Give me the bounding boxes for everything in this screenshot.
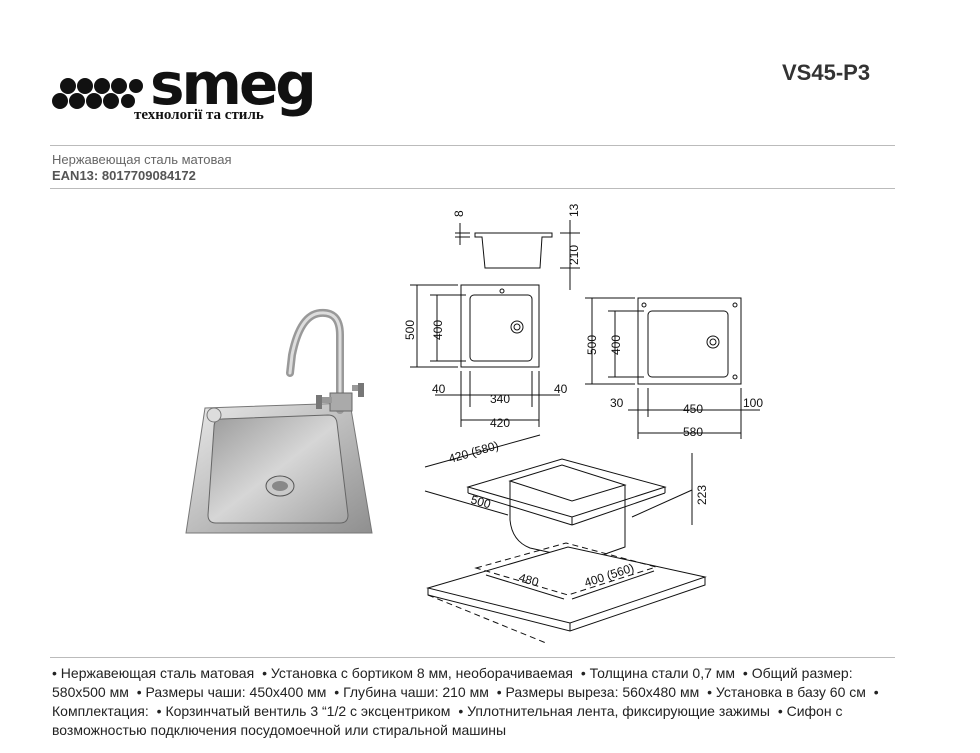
dim-iso-depth: 500 [469,492,492,511]
description-item: Сифон с возможностью подключения посудом… [52,703,843,738]
model-code: VS45-P3 [782,60,871,85]
dim-top-left: 30 [610,396,624,410]
dim-top-bowl-width: 450 [683,402,703,416]
sink-photo [185,308,373,534]
bullet-icon: • [777,703,787,719]
description-item: Установка с бортиком 8 мм, необорачиваем… [270,665,573,681]
smeg-logo-dots [52,78,143,109]
description-list: • Нержавеющая сталь матовая • Установка … [52,664,897,740]
brand-tagline: технології та стиль [134,107,264,123]
dim-top-width: 580 [683,425,703,439]
dim-front-bowl-width: 340 [490,392,510,406]
dim-top-bowl-height: 400 [609,335,623,355]
brand-name: smeg [150,50,317,118]
description-item: Толщина стали 0,7 мм [589,665,736,681]
bullet-icon: • [156,703,166,719]
dim-side-top: 13 [567,203,581,217]
bullet-icon: • [496,684,506,700]
bullet-icon: • [873,684,879,700]
dim-top-right: 100 [743,396,763,410]
divider-top [50,145,895,146]
bullet-icon: • [742,665,752,681]
dim-front-bowl-height: 400 [431,320,445,340]
description-item: Установка в базу 60 см [715,684,866,700]
dim-cutout-depth: 480 [517,570,540,589]
description-item: Комплектация: [52,703,149,719]
dim-side-flange: 8 [452,210,466,217]
dim-front-right: 40 [554,382,568,396]
description-item: Размеры выреза: 560x480 мм [505,684,700,700]
ean-value: 8017709084172 [101,168,196,183]
ean-line: EAN13: 8017709084172 [52,168,196,183]
description-item: Корзинчатый вентиль 3 “1/2 с эксцентрико… [165,703,451,719]
description-item: Уплотнительная лента, фиксирующие зажимы [467,703,770,719]
dim-side-depth: 210 [567,245,581,265]
divider-bottom [50,657,895,658]
ean-label: EAN13: [52,168,99,183]
bullet-icon: • [458,703,468,719]
bullet-icon: • [580,665,590,681]
finish-label: Нержавеющая сталь матовая [52,152,232,167]
dim-front-left: 40 [432,382,446,396]
description-item: Глубина чаши: 210 мм [343,684,489,700]
bullet-icon: • [136,684,146,700]
description-item: Размеры чаши: 450x400 мм [145,684,327,700]
dim-iso-height: 223 [695,485,709,505]
dim-front-height: 500 [403,320,417,340]
technical-drawing: 8 13 210 500 400 40 340 40 420 500 400 3… [403,203,763,644]
dim-top-height: 500 [585,335,599,355]
description-item: Общий размер: 580x500 мм [52,665,853,700]
bullet-icon: • [707,684,716,700]
bullet-icon: • [52,665,61,681]
bullet-icon: • [334,684,344,700]
bullet-icon: • [262,665,271,681]
dim-iso-width: 420 (580) [447,438,500,466]
description-item: Нержавеющая сталь матовая [60,665,255,681]
dim-front-width: 420 [490,416,510,430]
divider-mid [50,188,895,189]
